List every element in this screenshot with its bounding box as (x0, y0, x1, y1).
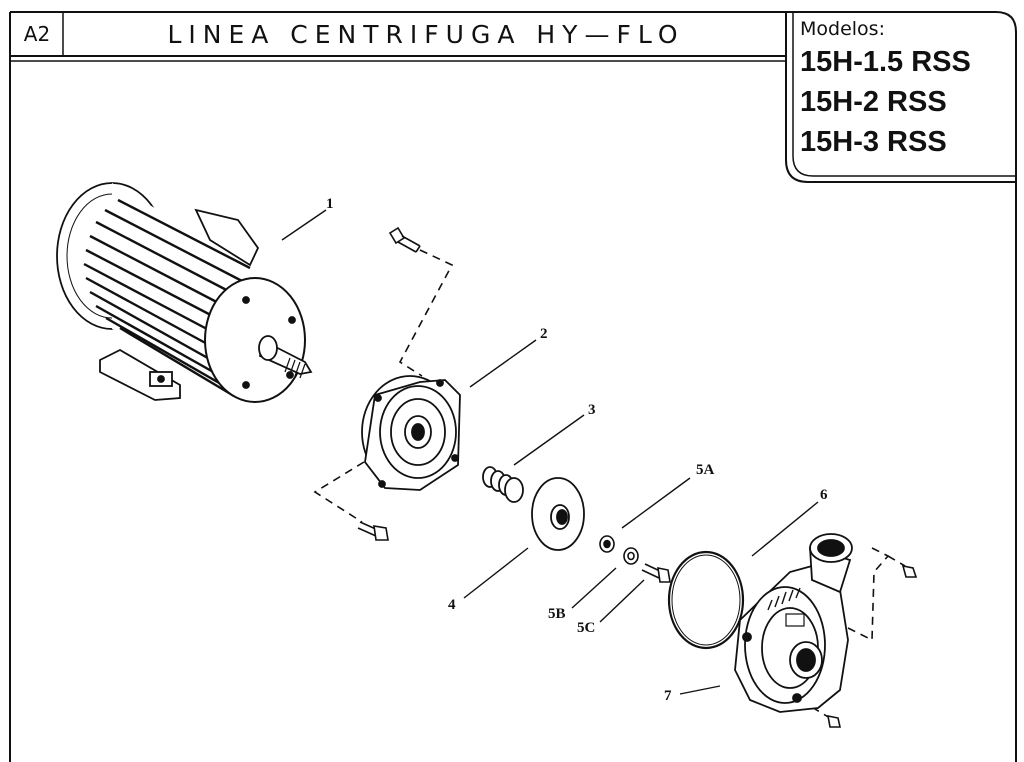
model-item: 15H-3 RSS (800, 126, 947, 158)
models-panel: Modelos: 15H-1.5 RSS 15H-2 RSS 15H-3 RSS (800, 16, 1018, 162)
part-label-5a: 5A (696, 462, 715, 478)
impeller (531, 477, 585, 551)
part-label-5c: 5C (577, 620, 596, 636)
model-item: 15H-1.5 RSS (800, 46, 971, 78)
part-label-2: 2 (540, 326, 548, 342)
part-label-6: 6 (820, 487, 828, 503)
o-ring (667, 550, 745, 650)
model-item: 15H-2 RSS (800, 86, 947, 118)
page-frame (9, 11, 1017, 762)
washers-screw (599, 535, 671, 583)
part-label-5b: 5B (548, 606, 566, 622)
part-label-7: 7 (664, 688, 672, 704)
part-label-3: 3 (588, 402, 596, 418)
models-label: Modelos: (800, 18, 885, 40)
drain-plugs (827, 564, 918, 728)
part-label-1: 1 (326, 196, 334, 212)
pump-volute (734, 533, 853, 713)
part-label-4: 4 (448, 597, 456, 613)
sheet-code: A2 (23, 22, 51, 46)
bolt-top (388, 226, 421, 253)
motor (56, 182, 313, 403)
bolt-bottom (357, 521, 389, 541)
page-title: LINEA CENTRIFUGA HY—FLO (167, 19, 685, 49)
mechanical-seal (482, 466, 524, 503)
adapter-bracket (361, 375, 461, 491)
leader-lines (281, 209, 819, 695)
